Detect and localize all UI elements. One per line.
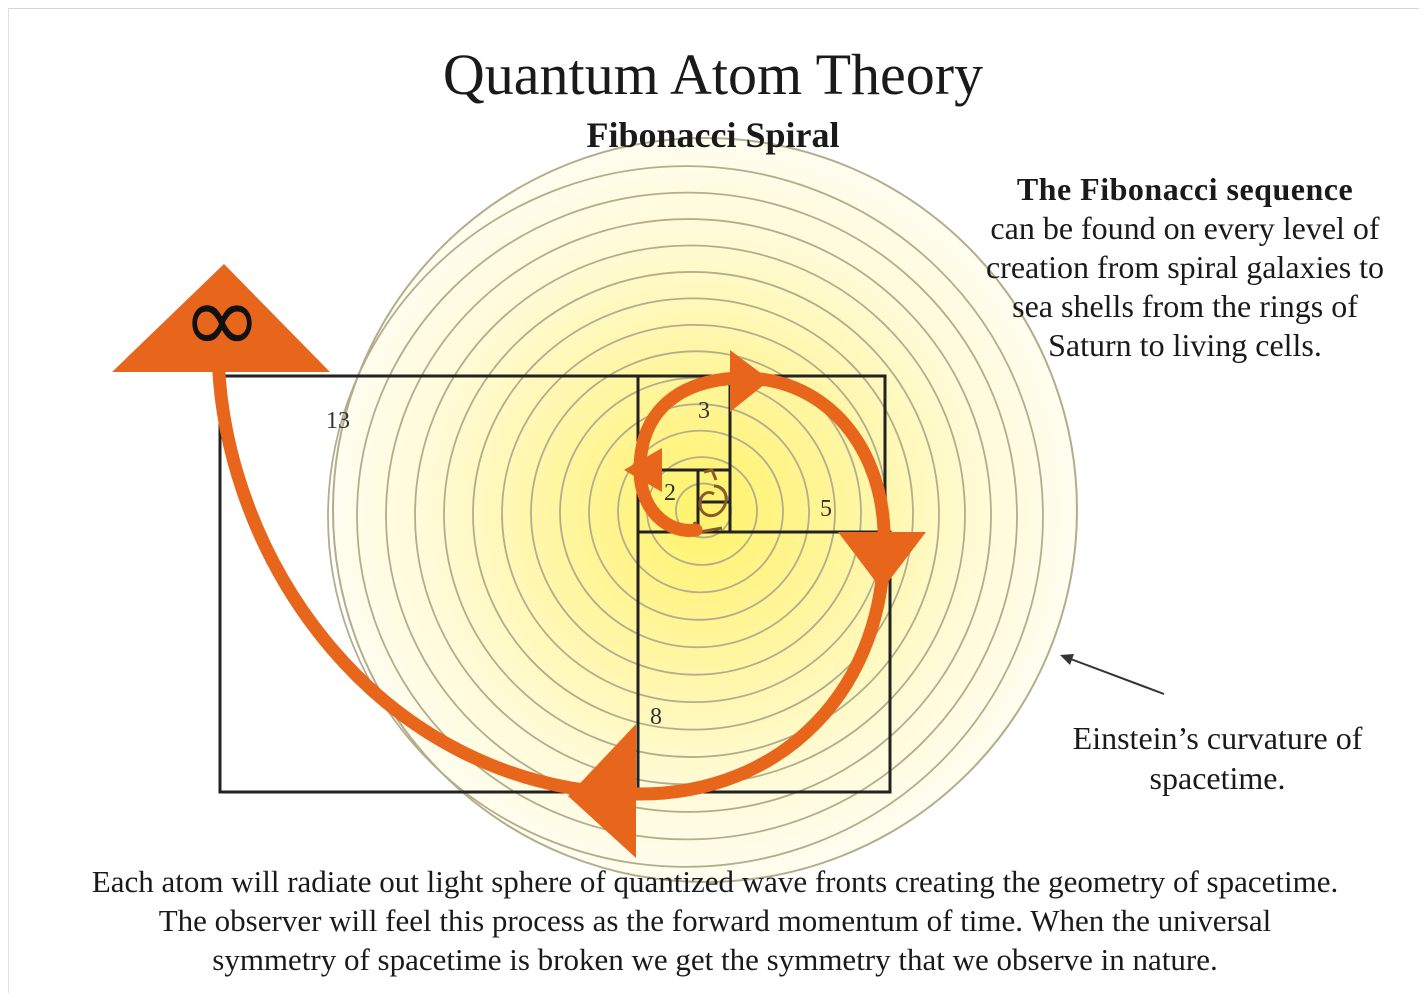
caption-line: The observer will feel this process as t… <box>158 903 1272 938</box>
page-title: Quantum Atom Theory <box>442 42 984 107</box>
caption: Each atom will radiate out light sphere … <box>20 862 1410 979</box>
wave-front-ring <box>327 165 1044 868</box>
wave-front-ring <box>588 403 810 621</box>
note-heading: The Fibonacci sequence <box>1016 171 1354 207</box>
einstein-label: Einstein’s curvature of spacetime. <box>1072 720 1363 796</box>
arrowhead-bottom <box>568 724 636 858</box>
wave-front-ring <box>530 350 862 676</box>
einstein-pointer <box>1060 654 1165 695</box>
fibonacci-rectangles <box>218 374 892 794</box>
wave-front-ring <box>385 218 992 813</box>
infinity-triangle <box>112 264 330 372</box>
image-frame <box>8 8 1419 993</box>
fibonacci-note: The Fibonacci sequence can be found on e… <box>960 170 1410 365</box>
square-label-8: 8 <box>650 704 662 730</box>
caption-line: Each atom will radiate out light sphere … <box>91 864 1339 899</box>
infinity-symbol: ∞ <box>182 263 262 375</box>
arrowhead-top <box>730 350 770 412</box>
square-label-5: 5 <box>820 496 832 522</box>
square-label-2: 2 <box>664 480 676 506</box>
note-body: can be found on every level of creation … <box>985 210 1385 363</box>
square-label-3: 3 <box>698 398 710 424</box>
wave-front-ring <box>472 297 914 731</box>
fibonacci-spiral-arrow: ∞ <box>112 263 926 858</box>
wave-front-ring <box>617 429 784 594</box>
wave-front-ring <box>559 376 836 649</box>
arrowhead-right <box>838 532 926 590</box>
wave-front-ring <box>356 191 1018 841</box>
arrowhead-left <box>624 448 662 492</box>
caption-line: symmetry of spacetime is broken we get t… <box>212 942 1218 977</box>
square-label-13: 13 <box>326 408 350 434</box>
wave-front-ring <box>443 271 940 758</box>
page-subtitle: Fibonacci Spiral <box>586 115 840 155</box>
